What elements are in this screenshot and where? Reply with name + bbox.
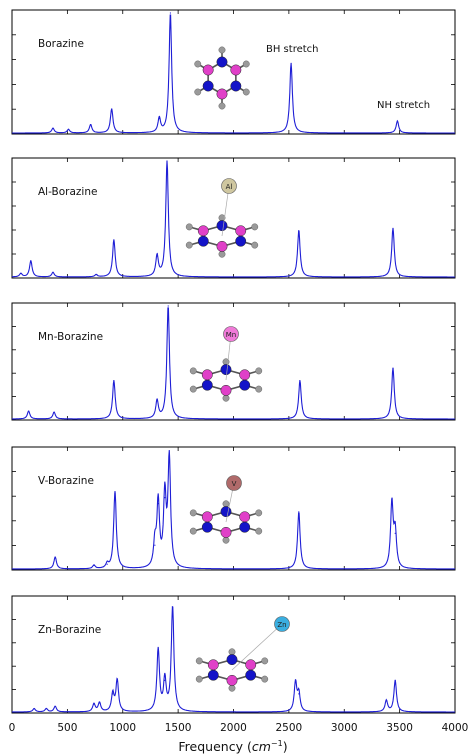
peak-point xyxy=(106,563,108,565)
panel-zn-borazine: Zn-Borazine Zn xyxy=(11,595,456,714)
peak-annotation: BH stretch xyxy=(266,44,319,55)
peak-point xyxy=(298,693,300,695)
peak-point xyxy=(391,503,393,505)
x-tick-label: 2500 xyxy=(276,722,303,734)
peak-point xyxy=(392,367,394,369)
x-tick-label: 4000 xyxy=(442,722,469,734)
peak-point xyxy=(172,606,174,608)
peak-point xyxy=(169,12,171,14)
peak-point xyxy=(54,556,56,558)
peak-point xyxy=(164,679,166,682)
peak-point xyxy=(54,705,56,708)
spectrum-line xyxy=(12,14,455,134)
peak-point xyxy=(95,274,97,276)
molecule-image: Al xyxy=(185,178,259,258)
metal-atom-icon xyxy=(221,178,237,194)
peak-point xyxy=(52,127,54,129)
peak-point xyxy=(113,380,115,382)
peak-point xyxy=(299,380,301,382)
panel-label: Al-Borazine xyxy=(38,186,97,198)
panel-frame xyxy=(11,157,456,279)
peak-point xyxy=(298,511,300,513)
spectrum-line xyxy=(12,307,455,420)
peak-point xyxy=(112,693,114,695)
peak-point xyxy=(67,128,70,130)
peak-point xyxy=(93,703,95,705)
peak-point xyxy=(394,679,396,682)
peak-point xyxy=(93,564,95,567)
molecule-image xyxy=(194,46,250,110)
peak-point xyxy=(164,497,166,499)
panel-frame xyxy=(11,302,456,421)
peak-point xyxy=(298,230,300,232)
peak-point xyxy=(167,305,169,307)
peak-point xyxy=(52,271,54,273)
x-tick-label: 0 xyxy=(9,722,16,734)
peak-annotation: NH stretch xyxy=(377,100,430,111)
x-axis: 0 500 1000 1500 2000 2500 3000 3500 4000 xyxy=(9,722,469,734)
peak-point xyxy=(98,702,101,704)
peak-point xyxy=(28,410,30,412)
peak-point xyxy=(53,411,55,413)
peak-point xyxy=(33,708,35,710)
metal-atom-icon xyxy=(274,616,290,632)
peak-point xyxy=(158,118,160,120)
metal-atom-symbol: Zn xyxy=(277,621,286,629)
metal-atom-icon xyxy=(226,475,242,491)
peak-point xyxy=(392,227,394,229)
peak-point xyxy=(157,649,159,651)
panel-al-borazine: Al-Borazine Al xyxy=(11,157,456,279)
metal-atom-icon xyxy=(223,326,239,342)
x-tick-label: 3000 xyxy=(331,722,358,734)
x-axis-label: Frequency (cm−1) xyxy=(178,739,287,754)
metal-atom-symbol: V xyxy=(232,480,237,488)
peak-point xyxy=(113,239,115,241)
molecule-image: Mn xyxy=(189,326,263,402)
x-tick-label: 1000 xyxy=(109,722,136,734)
panel-label: Borazine xyxy=(38,38,84,50)
peak-point xyxy=(90,124,92,126)
spectrum-line xyxy=(12,606,455,713)
panel-label: Mn-Borazine xyxy=(38,331,103,343)
peak-point xyxy=(294,682,297,684)
panel-label: Zn-Borazine xyxy=(38,624,101,636)
spectrum-line xyxy=(12,450,455,570)
spectrum-line xyxy=(11,160,455,278)
peak-point xyxy=(20,272,22,275)
peak-point xyxy=(45,708,47,710)
peak-point xyxy=(156,400,158,402)
metal-atom-symbol: Al xyxy=(226,183,233,191)
peak-point xyxy=(157,503,159,505)
peak-point xyxy=(30,260,32,262)
metal-atom-symbol: Mn xyxy=(226,331,236,339)
panel-label: V-Borazine xyxy=(38,475,94,487)
peak-point xyxy=(114,491,116,493)
molecule-image: V xyxy=(189,475,263,544)
peak-point xyxy=(168,458,170,461)
panel-v-borazine: V-Borazine V xyxy=(11,446,456,571)
x-tick-label: 3500 xyxy=(386,722,413,734)
peak-point xyxy=(154,544,156,546)
molecule-image: Zn xyxy=(195,616,290,692)
peak-point xyxy=(166,160,168,162)
peak-point xyxy=(156,255,158,257)
x-tick-label: 1500 xyxy=(165,722,192,734)
peak-point xyxy=(385,700,387,702)
panel-mn-borazine: Mn-Borazine Mn xyxy=(11,302,456,421)
panel-borazine: Borazine BH stretch NH stretch xyxy=(11,9,456,135)
x-tick-label: 500 xyxy=(57,722,77,734)
peak-point xyxy=(394,532,396,534)
peak-point xyxy=(111,108,113,110)
peak-point xyxy=(290,62,292,64)
peak-point xyxy=(396,120,398,122)
peak-point xyxy=(116,679,118,682)
x-tick-label: 2000 xyxy=(220,722,247,734)
